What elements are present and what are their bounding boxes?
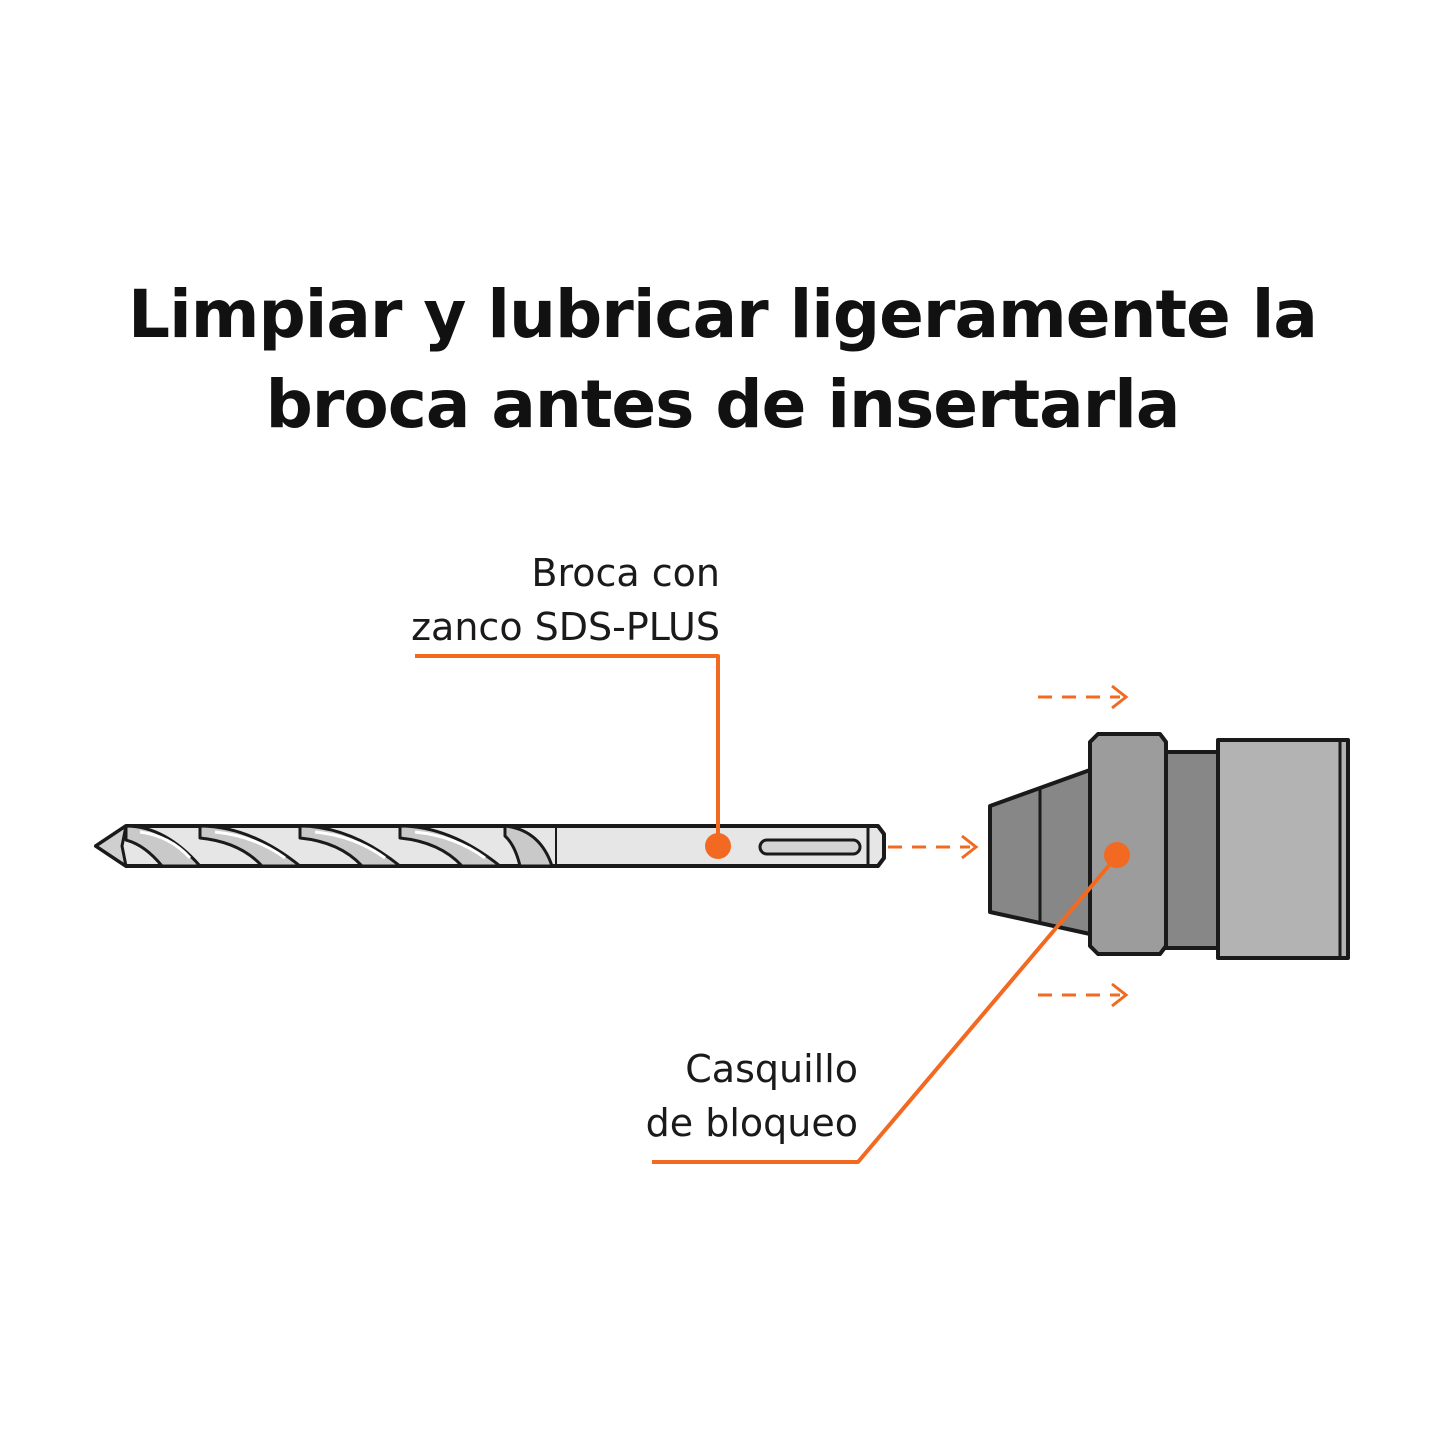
drill-bit-icon <box>94 824 886 868</box>
callout-sleeve-line-2: de bloqueo <box>645 1101 858 1145</box>
callout-drill-label: Broca con zanco SDS-PLUS <box>380 546 720 654</box>
callout-sleeve-label: Casquillo de bloqueo <box>540 1042 858 1150</box>
chuck-icon <box>988 732 1350 960</box>
arrow-right-icon <box>1038 684 1129 710</box>
callout-drill-leader <box>415 654 731 859</box>
arrow-right-icon <box>1038 982 1129 1008</box>
callout-sleeve-leader <box>652 842 1130 1164</box>
title-line-2: broca antes de insertarla <box>265 366 1181 443</box>
callout-drill-line-1: Broca con <box>531 551 720 595</box>
callout-drill-line-2: zanco SDS-PLUS <box>411 605 720 649</box>
page-title: Limpiar y lubricar ligeramente la broca … <box>0 270 1445 450</box>
title-line-1: Limpiar y lubricar ligeramente la <box>128 276 1318 353</box>
arrow-right-icon <box>888 834 979 860</box>
callout-sleeve-line-1: Casquillo <box>685 1047 858 1091</box>
